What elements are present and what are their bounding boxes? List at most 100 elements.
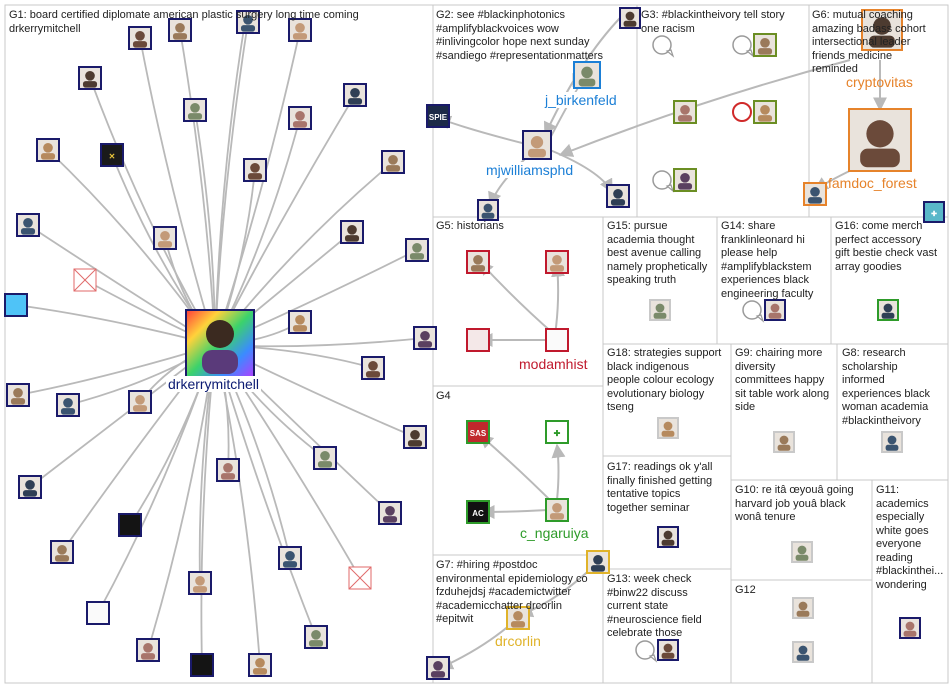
g1-vertex-15 <box>405 238 429 262</box>
vertex-g10 <box>791 541 813 563</box>
group-label-g14: G14: share franklinleonard hi please hel… <box>721 220 814 300</box>
vertex-drkerrymitchell <box>185 309 255 379</box>
vertex-g11 <box>899 617 921 639</box>
group-label-g18: G18: strategies support black indigenous… <box>607 347 722 413</box>
group-label-g11: G11: academics especially white goes eve… <box>876 484 944 591</box>
vertex-g13-a <box>635 640 658 663</box>
group-label-g15: G15: pursue academia thought best avenue… <box>607 220 708 286</box>
g1-vertex-26 <box>216 458 240 482</box>
vertex-sas: SAS <box>466 420 490 444</box>
g1-vertex-32 <box>278 546 302 570</box>
vertex-c_ngaruiya <box>545 498 569 522</box>
vertex-g12-b <box>792 641 814 663</box>
vertex-g5-c <box>466 328 490 352</box>
vertex-label-c_ngaruiya: c_ngaruiya <box>520 525 589 541</box>
vertex-g3-a <box>652 35 675 58</box>
vertex-g2-a <box>606 184 630 208</box>
vertex-g16 <box>877 299 899 321</box>
vertex-g12-a <box>792 597 814 619</box>
vertex-j_birkenfeld <box>573 61 601 89</box>
vertex-g15 <box>649 299 671 321</box>
svg-text:SAS: SAS <box>470 429 487 438</box>
vertex-label-drkerrymitchell: drkerrymitchell <box>166 376 262 392</box>
edge-g4-c <box>480 504 549 519</box>
edge-hub-1 <box>179 29 221 347</box>
g1-vertex-12 <box>16 213 40 237</box>
g1-vertex-2 <box>236 10 260 34</box>
g1-vertex-11 <box>381 150 405 174</box>
group-label-g17: G17: readings ok y'all finally finished … <box>607 461 713 514</box>
g1-vertex-9: ✕ <box>100 143 124 167</box>
group-label-g16: G16: come merch perfect accessory gift b… <box>835 220 938 273</box>
g1-vertex-37 <box>190 653 214 677</box>
vertex-g3-f <box>753 100 777 124</box>
g1-vertex-18 <box>288 310 312 334</box>
g1-vertex-21 <box>6 383 30 407</box>
vertex-mjwilliamsphd <box>522 130 552 160</box>
g1-vertex-8 <box>36 138 60 162</box>
group-label-g12: G12 <box>735 584 756 596</box>
vertex-g18 <box>657 417 679 439</box>
vertex-g6-a <box>803 182 827 206</box>
group-boxes <box>4 4 949 684</box>
edge-g4-b <box>551 443 566 501</box>
group-label-g7: G7: #hiring #postdoc environmental epide… <box>436 559 588 625</box>
vertices: ✕ SPIE ✚ SAS ✚ AC <box>4 7 945 680</box>
vertex-g7-a <box>586 550 610 574</box>
g1-vertex-13 <box>153 226 177 250</box>
g1-vertex-5 <box>183 98 207 122</box>
edge-hub-0 <box>139 37 218 347</box>
vertex-g5-d <box>545 328 569 352</box>
vertex-label-modamhist: modamhist <box>519 356 588 372</box>
group-label-g1: G1: board certified diplomate american p… <box>9 9 359 35</box>
vertex-g3-b <box>732 35 755 58</box>
g1-vertex-23 <box>128 390 152 414</box>
vertex-ac: AC <box>466 500 490 524</box>
vertex-label-famdoc_forest: famdoc_forest <box>828 175 917 191</box>
group-label-g6: G6: mutual coaching amazing badass cohor… <box>812 9 926 75</box>
vertex-g3-d <box>673 100 697 124</box>
g1-vertex-22 <box>56 393 80 417</box>
vertex-g14-b <box>764 299 786 321</box>
vertex-cryptovitas <box>861 9 903 51</box>
g1-vertex-34 <box>86 601 110 625</box>
edge-g4-a <box>478 434 556 506</box>
vertex-g3-c <box>753 33 777 57</box>
svg-text:SPIE: SPIE <box>429 113 448 122</box>
svg-text:AC: AC <box>472 509 484 518</box>
vertex-g5-a <box>466 250 490 274</box>
g1-vertex-1 <box>168 18 192 42</box>
g1-vertex-4 <box>78 66 102 90</box>
g1-vertex-30 <box>348 566 372 590</box>
edge-hub-6 <box>209 21 246 347</box>
group-label-g5: G5: historians <box>436 220 504 232</box>
g1-vertex-0 <box>128 26 152 50</box>
vertex-g6-b: ✚ <box>923 201 945 223</box>
vertex-spie: SPIE <box>426 104 450 128</box>
group-label-g4: G4 <box>436 390 451 402</box>
vertex-g3-e <box>732 102 752 122</box>
vertex-g17 <box>657 526 679 548</box>
g1-vertex-7 <box>343 83 367 107</box>
vertex-label-cryptovitas: cryptovitas <box>846 74 913 90</box>
vertex-g4-b: ✚ <box>545 420 569 444</box>
g1-vertex-31 <box>50 540 74 564</box>
vertex-g7-c <box>426 656 450 680</box>
vertex-drcorlin <box>506 606 530 630</box>
g1-vertex-25 <box>313 446 337 470</box>
g1-vertex-24 <box>403 425 427 449</box>
g1-vertex-33 <box>188 571 212 595</box>
edge-g6-long <box>558 59 851 157</box>
group-label-g13: G13: week check #binw22 discuss current … <box>607 573 702 639</box>
group-label-g10: G10: re itâ œyouâ going harvard job youâ… <box>735 484 854 523</box>
group-box-18 <box>730 579 873 684</box>
vertex-g3-g <box>652 170 675 193</box>
vertex-g8 <box>881 431 903 453</box>
g1-vertex-38 <box>248 653 272 677</box>
group-label-g3: G3: #blackintheivory tell story one raci… <box>641 9 785 35</box>
vertex-g9 <box>773 431 795 453</box>
g1-vertex-17 <box>4 293 28 317</box>
g1-vertex-36 <box>136 638 160 662</box>
group-label-g2: G2: see #blackinphotonics #amplifyblackv… <box>436 9 603 62</box>
